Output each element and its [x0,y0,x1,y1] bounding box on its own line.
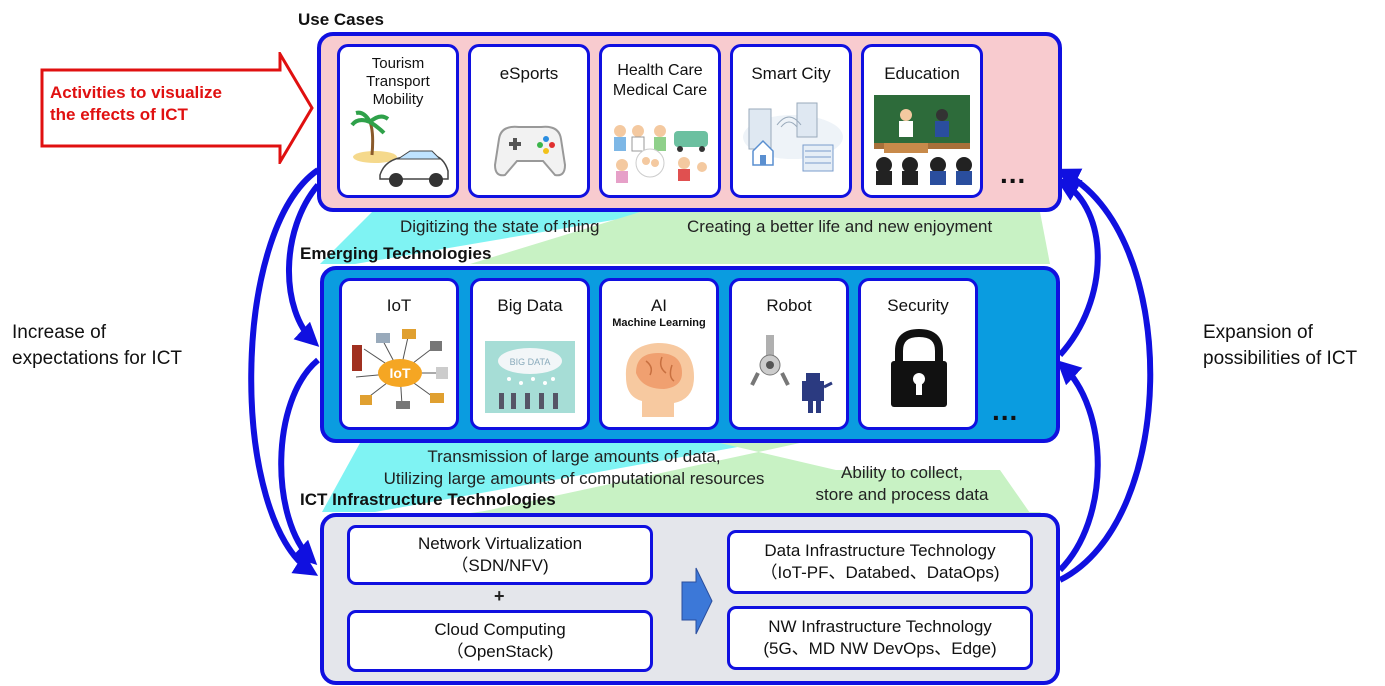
network-virtualization-sub: （SDN/NFV) [451,556,549,575]
left-side-label: Increase of expectations for ICT [12,320,182,372]
network-virtualization-label: Network Virtualization [417,534,583,553]
caption-digitizing: Digitizing the state of thing [400,217,600,236]
caption-ability: Ability to collect, store and process da… [778,462,1026,506]
classroom-icon [874,95,972,185]
emerging-title: Emerging Technologies [300,244,492,263]
robot-icon [750,335,833,413]
card-line: Mobility [372,91,424,108]
data-infrastructure-sub: （IoT-PF、Databed、DataOps) [760,563,1000,582]
card-line: Medical Care [612,82,708,99]
use-case-card-esports[interactable]: eSports [468,44,590,198]
right-arrow-emerging-up [1055,178,1101,358]
svg-text:IoT: IoT [390,365,411,381]
cloud-computing-sub: （OpenStack) [446,642,554,661]
card-label: Smart City [751,64,831,83]
data-infrastructure-label: Data Infrastructure Technology [764,541,996,560]
emerging-card-big-data[interactable]: Big Data BIG DATA [470,278,590,430]
emerging-more: ... [992,395,1019,426]
right-side-line-2: possibilities of ICT [1203,348,1358,369]
infra-title: ICT Infrastructure Technologies [300,490,556,509]
card-label: AI [650,296,668,315]
callout-text: Activities to visualize the effects of I… [50,82,270,126]
nw-infrastructure-box[interactable]: NW Infrastructure Technology (5G、MD NW D… [727,606,1033,670]
cloud-computing-box[interactable]: Cloud Computing （OpenStack) [347,610,653,672]
nw-infrastructure-label: NW Infrastructure Technology [768,617,992,636]
game-controller-icon [493,125,567,177]
right-arrow-to-emerging [1056,360,1101,573]
emerging-card-robot[interactable]: Robot [729,278,849,430]
use-case-card-tourism[interactable]: Tourism Transport Mobility [337,44,459,198]
caption-ability-line-1: Ability to collect, [841,463,963,482]
callout-arrow [40,52,314,164]
plus-sign: + [494,586,505,606]
card-label: Security [887,296,949,315]
emerging-card-iot[interactable]: IoT IoT [339,278,459,430]
card-label: Big Data [497,296,563,315]
left-arrow-down-outer [248,167,320,576]
card-label: Robot [766,296,812,315]
left-arrow-emerging-down [278,357,320,565]
right-side-label: Expansion of possibilities of ICT [1203,320,1357,372]
use-case-card-education[interactable]: Education [861,44,983,198]
right-side-line-1: Expansion of [1203,322,1313,343]
caption-ability-line-2: store and process data [815,485,989,504]
card-line: Health Care [617,62,703,79]
brain-icon [625,343,694,417]
left-side-line-1: Increase of [12,322,106,343]
padlock-icon [891,328,947,407]
card-sublabel: Machine Learning [612,317,706,329]
emerging-card-ai[interactable]: AI Machine Learning [599,278,719,430]
left-arrow-to-emerging [286,183,321,347]
network-virtualization-box[interactable]: Network Virtualization （SDN/NFV) [347,525,653,585]
callout-line-2: the effects of ICT [50,105,188,124]
caption-transmission-line-2: Utilizing large amounts of computational… [383,469,765,488]
medical-care-people-icon [614,125,708,183]
data-infrastructure-box[interactable]: Data Infrastructure Technology （IoT-PF、D… [727,530,1033,594]
cyan-band-lower [322,443,760,512]
green-band-upper [470,212,1050,264]
use-cases-more: ... [1000,158,1027,189]
right-arrow-up-outer [1055,168,1154,583]
beach-car-icon [350,110,449,187]
card-line: Tourism [371,55,425,72]
callout-line-1: Activities to visualize [50,83,222,102]
card-label: eSports [499,64,559,83]
emerging-card-security[interactable]: Security [858,278,978,430]
nw-infrastructure-sub: (5G、MD NW DevOps、Edge) [763,639,997,658]
cyan-band-upper [320,212,660,264]
caption-transmission-line-1: Transmission of large amounts of data, [427,447,721,466]
use-case-card-healthcare[interactable]: Health Care Medical Care [599,44,721,198]
iot-network-icon: IoT [352,329,448,409]
svg-text:BIG DATA: BIG DATA [510,357,551,367]
card-label: Education [884,64,960,83]
cloud-computing-label: Cloud Computing [434,620,566,639]
use-cases-title: Use Cases [298,10,385,29]
card-label: IoT [386,296,412,315]
big-data-cloud-icon: BIG DATA [485,341,575,413]
caption-transmission: Transmission of large amounts of data, U… [344,446,804,490]
right-arrow-icon [681,567,713,635]
smart-city-buildings-icon [743,102,843,172]
caption-creating: Creating a better life and new enjoyment [687,217,993,236]
left-side-line-2: expectations for ICT [12,348,183,369]
use-case-card-smart-city[interactable]: Smart City [730,44,852,198]
card-line: Transport [366,73,430,90]
